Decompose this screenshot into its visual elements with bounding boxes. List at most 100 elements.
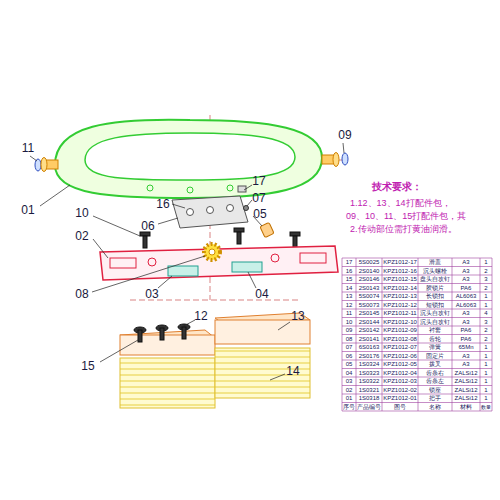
table-cell: 5S0074 [356, 292, 382, 301]
table-cell: 短锁扣 [418, 301, 452, 310]
callout-number: 14 [286, 364, 299, 378]
callout-number: 01 [21, 203, 34, 217]
table-cell: PA6 [452, 326, 480, 335]
table-cell: 1 [480, 343, 492, 352]
table-cell: 固定片 [418, 352, 452, 361]
table-cell: 齿条右 [418, 369, 452, 378]
table-cell: 1S0323 [356, 369, 382, 378]
table-cell: KPZ1012-03 [382, 377, 418, 386]
table-cell: 胶锁片 [418, 284, 452, 293]
table-cell: KPZ1012-07 [382, 343, 418, 352]
table-cell: KPZ1012-05 [382, 360, 418, 369]
table-cell: 1 [480, 394, 492, 403]
leader-line [30, 143, 344, 380]
table-cell: 2S0145 [356, 309, 382, 318]
table-cell: 锁座 [418, 386, 452, 395]
callout-number: 12 [194, 309, 207, 323]
short-lock-block [120, 324, 215, 408]
table-cell: 把手 [418, 394, 452, 403]
table-cell: 12 [342, 301, 356, 310]
table-cell: 1 [480, 386, 492, 395]
table-cell: 2S0142 [356, 326, 382, 335]
table-cell: 滑盖 [418, 258, 452, 267]
table-cell: ZALSi12 [452, 377, 480, 386]
handle [55, 120, 322, 198]
table-cell: 数量 [480, 403, 492, 412]
table-cell: 2S0176 [356, 352, 382, 361]
table-cell: 序号 [342, 403, 356, 412]
table-cell: PA6 [452, 284, 480, 293]
table-cell: 1S0324 [356, 360, 382, 369]
table-grid [342, 258, 492, 411]
table-cell: 17 [342, 258, 356, 267]
callout-number: 09 [338, 128, 351, 142]
table-cell: KPZ1012-06 [382, 352, 418, 361]
table-cell: KPZ1012-10 [382, 318, 418, 327]
table-cell: 04 [342, 369, 356, 378]
table-cell: KPZ1012-08 [382, 335, 418, 344]
table-cell: 1 [480, 360, 492, 369]
center-line [40, 115, 345, 300]
table-cell: 11 [342, 309, 356, 318]
table-cell: A3 [452, 258, 480, 267]
gear [204, 244, 220, 260]
table-cell: 07 [342, 343, 356, 352]
technical-note: 1.12、13、14打配件包， [350, 197, 451, 210]
table-cell: KPZ1012-09 [382, 326, 418, 335]
table-cell: 4 [480, 309, 492, 318]
callout-number: 06 [141, 219, 154, 233]
technical-note: 2.传动部位需打黄油润滑。 [350, 223, 457, 236]
callout-number: 17 [252, 174, 265, 188]
table-cell: 2S0141 [356, 335, 382, 344]
table-cell: 06 [342, 352, 356, 361]
table-cell: 1S0321 [356, 386, 382, 395]
table-cell: KPZ1012-13 [382, 292, 418, 301]
table-cell: 1S0318 [356, 394, 382, 403]
table-cell: 2S0140 [356, 267, 382, 276]
table-cell: 02 [342, 386, 356, 395]
table-cell: 材料 [452, 403, 480, 412]
callout-number: 10 [75, 206, 88, 220]
table-cell: 盘头自攻钉 [418, 275, 452, 284]
fixing-plate [172, 186, 274, 238]
table-cell: 5S0025 [356, 258, 382, 267]
table-cell: 2 [480, 326, 492, 335]
table-cell: 1 [480, 369, 492, 378]
table-cell: AL6063 [452, 292, 480, 301]
table-cell: 03 [342, 377, 356, 386]
table-cell: 1 [480, 292, 492, 301]
table-cell: 1 [480, 352, 492, 361]
table-cell: A3 [452, 309, 480, 318]
table-cell: 2 [480, 284, 492, 293]
long-lock-block [215, 313, 310, 398]
callout-number: 08 [75, 287, 88, 301]
table-cell: 2 [480, 267, 492, 276]
table-cell: 弹簧 [418, 343, 452, 352]
table-cell: 图号 [382, 403, 418, 412]
technical-note: 09、10、11、15打配件包，其 [346, 210, 466, 223]
table-cell: 2 [480, 335, 492, 344]
table-cell: AL6063 [452, 301, 480, 310]
callout-number: 02 [75, 229, 88, 243]
table-cell: 沉头自攻钉 [418, 318, 452, 327]
table-cell: 3 [480, 318, 492, 327]
table-cell: 13 [342, 292, 356, 301]
table-cell: A3 [452, 352, 480, 361]
table-cell: A3 [452, 360, 480, 369]
callout-number: 05 [253, 207, 266, 221]
table-cell: 09 [342, 326, 356, 335]
table-cell: 沉头自攻钉 [418, 309, 452, 318]
table-cell: 15 [342, 275, 356, 284]
table-cell: 05 [342, 360, 356, 369]
callout-number: 11 [22, 141, 34, 155]
table-cell: KPZ1012-11 [382, 309, 418, 318]
table-cell: 齿轮 [418, 335, 452, 344]
table-cell: KPZ1012-17 [382, 258, 418, 267]
table-cell: KPZ1012-01 [382, 394, 418, 403]
table-cell: 6S0163 [356, 343, 382, 352]
table-cell: 10 [342, 318, 356, 327]
table-cell: 1 [480, 301, 492, 310]
table-cell: 产品编号 [356, 403, 382, 412]
